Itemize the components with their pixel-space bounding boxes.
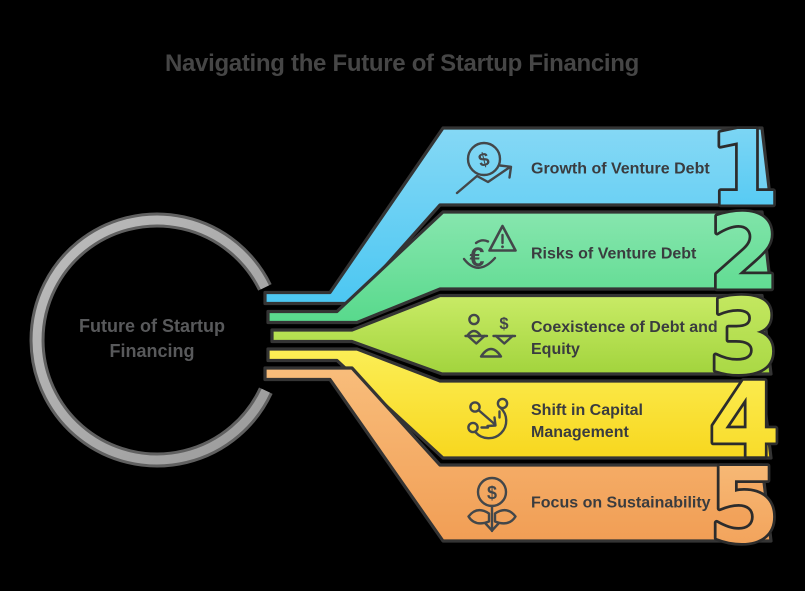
ribbon-item-5: $ Focus on Sustainability 5 — [263, 366, 783, 569]
center-circle-ring — [29, 212, 273, 468]
page-title: Navigating the Future of Startup Financi… — [165, 50, 639, 77]
ring-body — [32, 215, 270, 465]
euro-risk-warning-icon: € — [462, 224, 517, 272]
ribbon-number-4: 4 — [709, 362, 781, 482]
ribbon-label-3-line1: Coexistence of Debt and — [531, 319, 718, 336]
ribbon-shape-4 — [266, 347, 773, 460]
ribbon-label-4-line2: Management — [531, 424, 629, 441]
ribbon-shape-5 — [263, 366, 773, 543]
ribbon-item-4: Shift in Capital Management 4 — [266, 347, 783, 484]
center-label: Future of Startup Financing — [79, 316, 225, 361]
ribbon-label-1: Growth of Venture Debt — [531, 161, 710, 178]
svg-text:$: $ — [499, 315, 508, 333]
shift-network-arrow-icon — [467, 397, 509, 440]
dollar-plant-growth-icon: $ — [467, 476, 517, 533]
ribbon-number-5: 5 — [709, 447, 781, 567]
ribbon-label-5: Focus on Sustainability — [531, 495, 711, 512]
ribbon-label-2: Risks of Venture Debt — [531, 246, 697, 263]
ribbon-label-4-line1: Shift in Capital — [531, 402, 643, 419]
center-label-line1: Future of Startup — [79, 316, 225, 336]
ribbon-number-3: 3 — [709, 278, 781, 398]
ribbon-item-3: $ Coexistence of Debt and Equity 3 — [270, 275, 783, 400]
svg-text:$: $ — [487, 483, 497, 503]
ribbon-shape-3 — [270, 293, 773, 376]
ribbon-label-3-line2: Equity — [531, 341, 580, 358]
center-label-line2: Financing — [110, 341, 195, 361]
ribbon-shape-1 — [263, 126, 773, 306]
ribbon-item-2: € Risks of Venture Debt 2 — [266, 191, 783, 325]
person-dollar-balance-icon: $ — [464, 313, 517, 358]
ribbon-shape-2 — [266, 210, 773, 325]
svg-text:€: € — [469, 242, 484, 272]
